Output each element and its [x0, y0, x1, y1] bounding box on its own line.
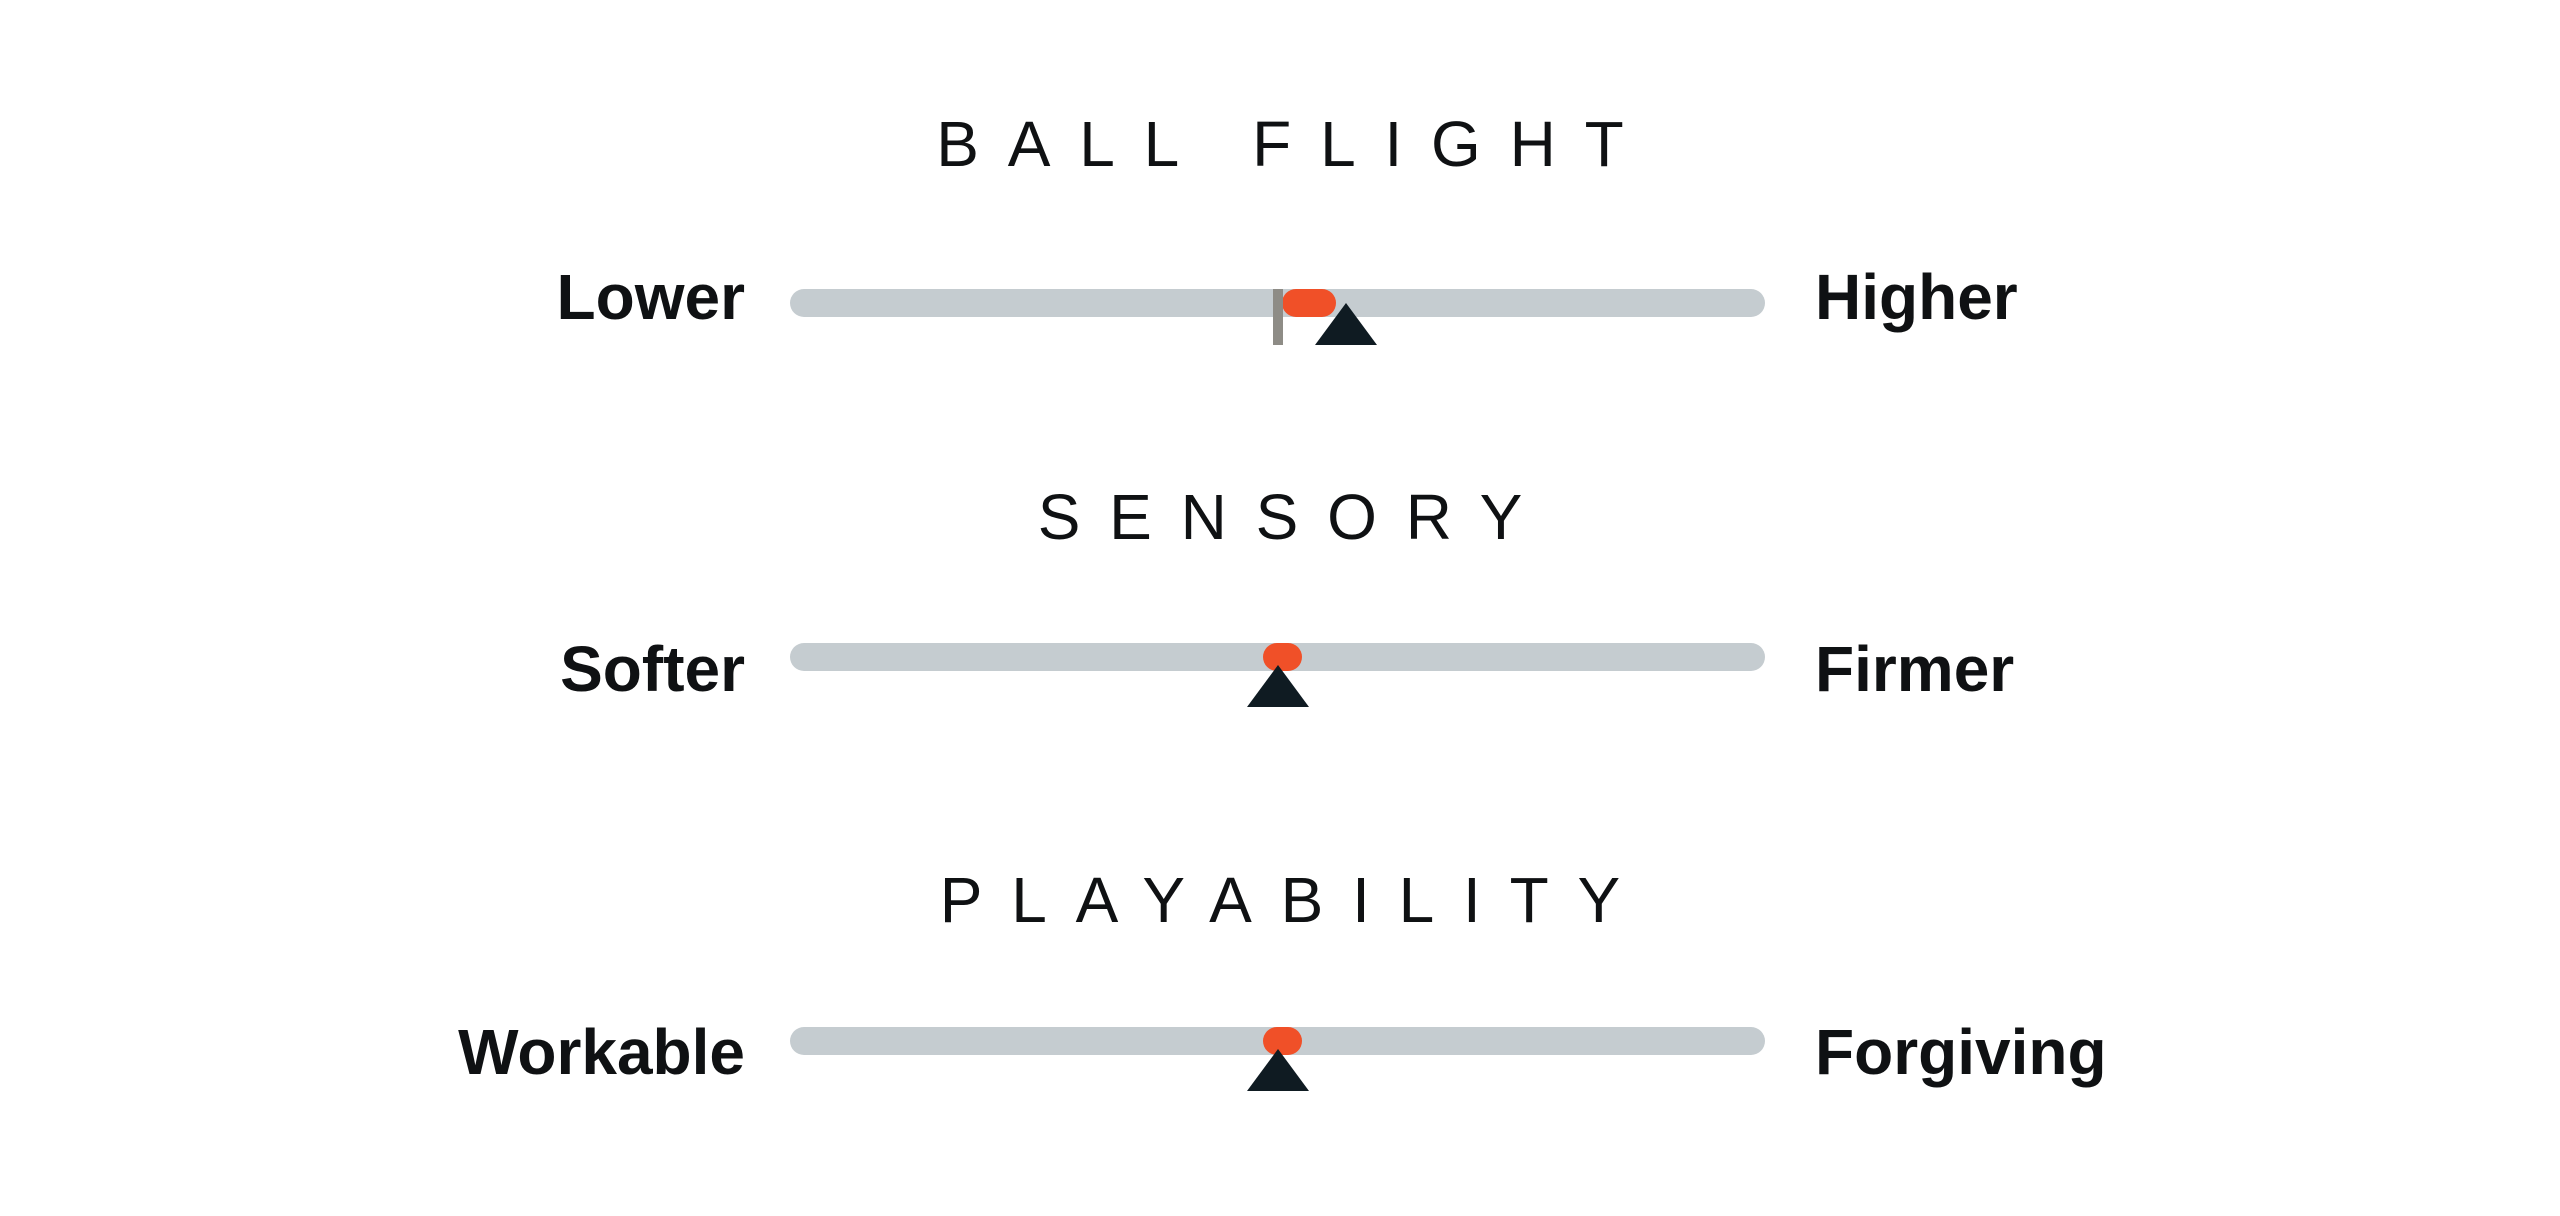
- scale-right-label: Firmer: [1815, 633, 2015, 705]
- scale-right-label: Higher: [1815, 261, 2018, 333]
- scale-right-label: Forgiving: [1815, 1016, 2107, 1088]
- scale-left-label: Lower: [556, 261, 745, 333]
- scale-track: [790, 643, 1765, 707]
- scale-left-label: Workable: [458, 1016, 745, 1088]
- value-pointer-icon: [1246, 1049, 1309, 1091]
- scale-track: [790, 289, 1765, 345]
- scale-title: PLAYABILITY: [939, 864, 1650, 936]
- value-pointer-icon: [1314, 303, 1377, 345]
- value-pointer-icon: [1246, 665, 1309, 707]
- baseline-marker: [1272, 289, 1283, 345]
- scale-title: BALL FLIGHT: [936, 108, 1653, 180]
- scale-left-label: Softer: [560, 633, 745, 705]
- scale-track: [790, 1027, 1765, 1091]
- scale-title: SENSORY: [1037, 481, 1552, 553]
